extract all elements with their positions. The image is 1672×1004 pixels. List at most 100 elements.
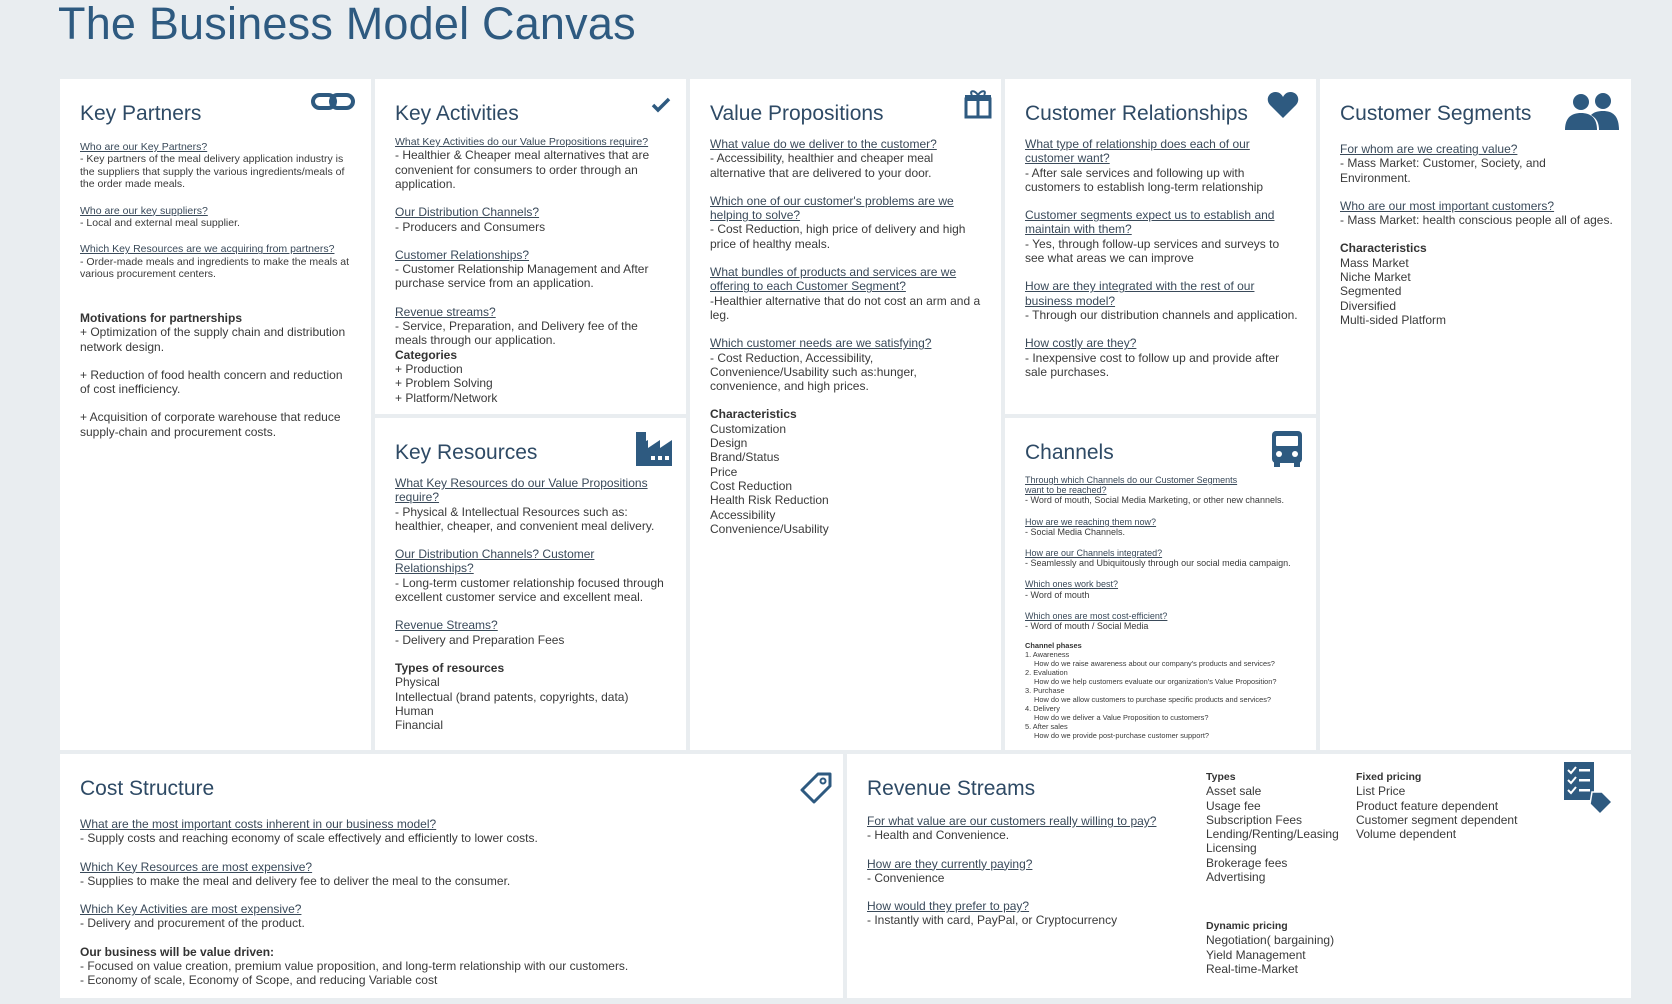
- vp-question: What bundles of products and services ar…: [710, 265, 957, 294]
- ch-phase-question: How do we allow customers to purchase sp…: [1034, 695, 1272, 704]
- rev-fixed-item: Product feature dependent: [1356, 798, 1499, 813]
- ch-answer: - Seamlessly and Ubiquitously through ou…: [1025, 558, 1291, 569]
- key-resources-block: Key Resources What Key Resources do our …: [375, 418, 686, 750]
- kr-type: Human: [395, 703, 434, 718]
- rev-question: How would they prefer to pay?: [867, 899, 1030, 914]
- ch-phase-name: 1. Awareness: [1025, 650, 1070, 659]
- rev-dynamic-pricing: Dynamic pricing Negotiation( bargaining)…: [1206, 919, 1366, 976]
- kr-answer: - Delivery and Preparation Fees: [395, 632, 565, 647]
- rev-fixed-item: List Price: [1356, 784, 1406, 799]
- rev-dynamic-item: Yield Management: [1206, 947, 1306, 962]
- vp-answer: - Accessibility, healthier and cheaper m…: [710, 151, 934, 180]
- cr-answer: - Yes, through follow-up services and su…: [1025, 236, 1280, 266]
- key-resources-title: Key Resources: [395, 441, 538, 464]
- rev-question: For what value are our customers really …: [867, 814, 1157, 828]
- cr-answer: - After sale services and following up w…: [1025, 165, 1264, 194]
- value-propositions-content: What value do we deliver to the customer…: [710, 137, 985, 536]
- customer-segments-title: Customer Segments: [1340, 102, 1532, 125]
- kp-question: Which Key Resources are we acquiring fro…: [80, 243, 335, 256]
- cs-characteristic: Niche Market: [1340, 270, 1411, 285]
- price-list-icon: [1562, 760, 1614, 823]
- kr-type: Intellectual (brand patents, copyrights,…: [395, 689, 629, 704]
- cs-answer: - Mass Market: Customer, Society, and En…: [1340, 156, 1546, 185]
- customer-segments-content: For whom are we creating value? - Mass M…: [1340, 142, 1615, 327]
- cost-structure-content: What are the most important costs inhere…: [80, 817, 820, 988]
- kr-question: What Key Resources do our Value Proposit…: [395, 476, 648, 505]
- ch-question: How are we reaching them now?: [1025, 516, 1157, 527]
- ch-phase-name: 4. Delivery: [1025, 704, 1060, 713]
- cost-value-line: - Economy of scale, Economy of Scope, an…: [80, 973, 438, 988]
- ka-categories-heading: Categories: [395, 347, 458, 362]
- ka-answer: - Producers and Consumers: [395, 219, 546, 234]
- cs-question: Who are our most important customers?: [1340, 198, 1555, 213]
- rev-fixed-item: Customer segment dependent: [1356, 812, 1518, 827]
- ch-phase-name: 5. After sales: [1025, 722, 1068, 731]
- ch-phase-question: How do we deliver a Value Proposition to…: [1034, 713, 1209, 722]
- channels-content: Through which Channels do our Customer S…: [1025, 475, 1310, 642]
- cost-value-line: - Focused on value creation, premium val…: [80, 959, 629, 974]
- cr-question: How are they integrated with the rest of…: [1025, 279, 1255, 308]
- cs-answer: - Mass Market: health conscious people a…: [1340, 213, 1613, 228]
- vp-characteristic: Cost Reduction: [710, 478, 793, 493]
- rev-dynamic-item: Negotiation( bargaining): [1206, 933, 1335, 948]
- vp-characteristic: Customization: [710, 421, 787, 436]
- cs-question: For whom are we creating value?: [1340, 142, 1518, 156]
- kp-motivations-heading: Motivations for partnerships: [80, 311, 243, 325]
- revenue-streams-content: For what value are our customers really …: [867, 814, 1167, 928]
- rev-question: How are they currently paying?: [867, 856, 1033, 871]
- key-resources-content: What Key Resources do our Value Proposit…: [395, 476, 670, 732]
- cost-value-heading: Our business will be value driven:: [80, 944, 275, 959]
- cr-answer: - Inexpensive cost to follow up and prov…: [1025, 350, 1280, 379]
- kp-motivations: Motivations for partnerships + Optimizat…: [80, 311, 355, 439]
- revenue-streams-block: Revenue Streams For what value are our c…: [847, 754, 1631, 998]
- value-propositions-block: Value Propositions What value do we deli…: [690, 79, 1001, 750]
- kr-answer: - Long-term customer relationship focuse…: [395, 575, 664, 605]
- rev-types-heading: Types: [1206, 771, 1236, 783]
- key-activities-content: What Key Activities do our Value Proposi…: [395, 136, 670, 405]
- cr-question: Customer segments expect us to establish…: [1025, 208, 1275, 237]
- ch-question: Through which Channels do our Customer S…: [1025, 475, 1238, 496]
- kr-question: Our Distribution Channels? Customer Rela…: [395, 547, 595, 576]
- ch-question: Which ones work best?: [1025, 579, 1119, 590]
- ch-phase-question: How do we help customers evaluate our or…: [1034, 677, 1277, 686]
- cr-question: How costly are they?: [1025, 336, 1137, 351]
- rev-type: Advertising: [1206, 870, 1266, 885]
- ch-phase-question: How do we raise awareness about our comp…: [1034, 659, 1275, 668]
- ka-answer: - Customer Relationship Management and A…: [395, 262, 649, 291]
- ch-answer: - Word of mouth: [1025, 589, 1090, 600]
- ch-question: How are our Channels integrated?: [1025, 548, 1163, 559]
- gift-icon: [964, 89, 992, 124]
- cost-question: Which Key Activities are most expensive?: [80, 902, 302, 917]
- cost-answer: - Supplies to make the meal and delivery…: [80, 873, 511, 888]
- customer-relationships-title: Customer Relationships: [1025, 102, 1248, 125]
- customer-segments-block: Customer Segments For whom are we creati…: [1320, 79, 1631, 750]
- key-activities-title: Key Activities: [395, 102, 519, 125]
- vp-answer: -Healthier alternative that do not cost …: [710, 293, 981, 322]
- kp-motivation: + Acquisition of corporate warehouse tha…: [80, 410, 341, 439]
- kp-motivation: + Reduction of food health concern and r…: [80, 367, 343, 397]
- key-partners-title: Key Partners: [80, 102, 202, 125]
- rev-types: Types Asset sale Usage fee Subscription …: [1206, 770, 1351, 884]
- ka-question: Customer Relationships?: [395, 247, 530, 262]
- customer-relationships-content: What type of relationship does each of o…: [1025, 137, 1300, 379]
- vp-answer: - Cost Reduction, high price of delivery…: [710, 222, 966, 251]
- customer-relationships-block: Customer Relationships What type of rela…: [1005, 79, 1316, 414]
- kr-type: Physical: [395, 675, 440, 690]
- cost-structure-block: Cost Structure What are the most importa…: [60, 754, 843, 998]
- ch-phase-name: 3. Purchase: [1025, 686, 1065, 695]
- rev-type: Licensing: [1206, 841, 1257, 856]
- rev-fixed-heading: Fixed pricing: [1356, 771, 1422, 783]
- cs-characteristic: Mass Market: [1340, 255, 1409, 270]
- rev-dynamic-item: Real-time-Market: [1206, 961, 1299, 976]
- ch-answer: - Social Media Channels.: [1025, 526, 1126, 537]
- ka-answer: - Healthier & Cheaper meal alternatives …: [395, 148, 650, 191]
- kp-question: Who are our key suppliers?: [80, 204, 208, 217]
- vp-question: Which one of our customer's problems are…: [710, 193, 954, 223]
- rev-type: Asset sale: [1206, 784, 1262, 799]
- rev-type: Lending/Renting/Leasing: [1206, 827, 1339, 842]
- heart-icon: [1267, 91, 1299, 124]
- ch-question: Which ones are most cost-efficient?: [1025, 610, 1168, 621]
- vp-characteristic: Convenience/Usability: [710, 521, 829, 536]
- ka-question: What Key Activities do our Value Proposi…: [395, 136, 649, 148]
- rev-answer: - Health and Convenience.: [867, 828, 1010, 843]
